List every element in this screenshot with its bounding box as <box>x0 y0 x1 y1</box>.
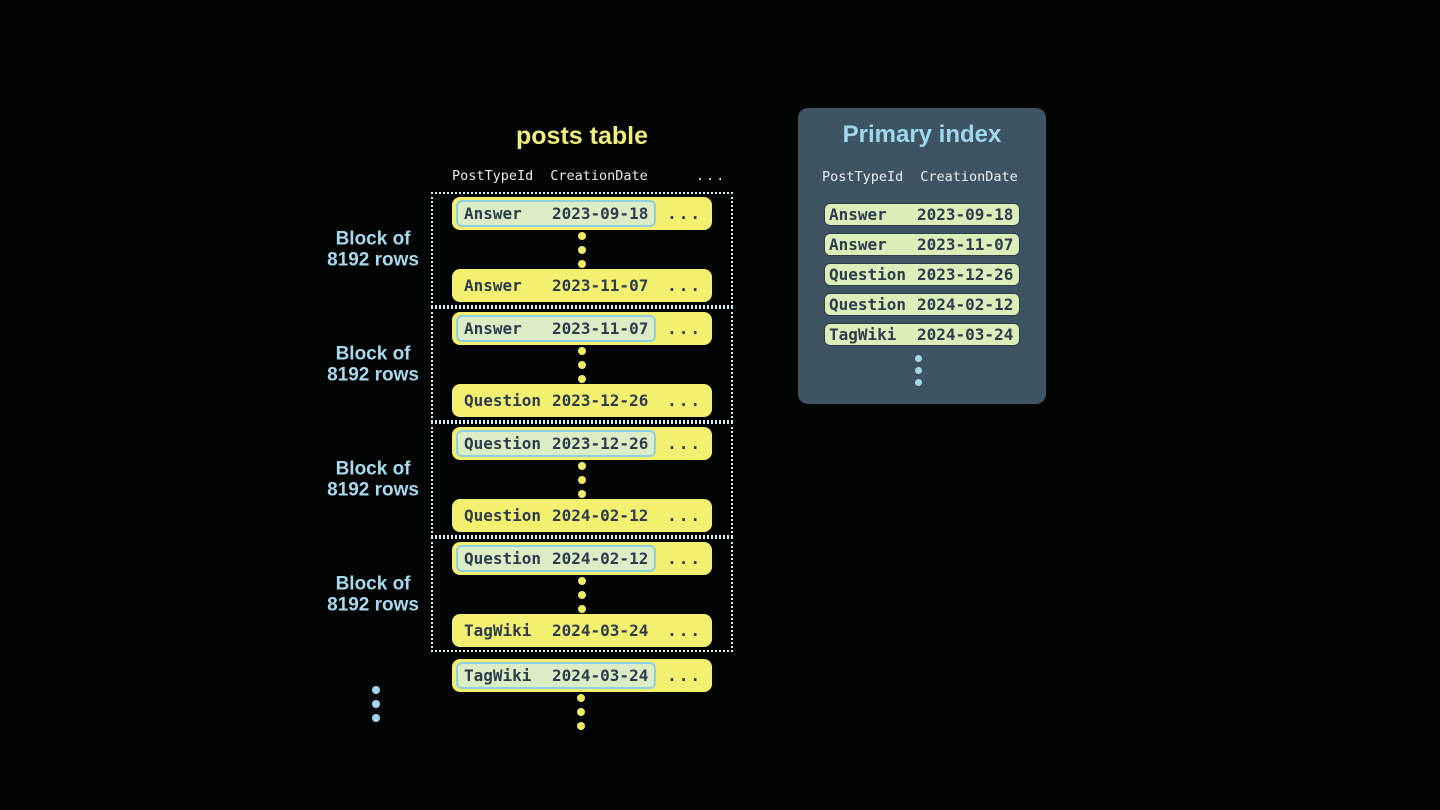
row-ellipsis: ... <box>667 549 702 568</box>
indexed-key-highlight: Answer 2023-09-18 <box>456 200 657 227</box>
block-label-line1: Block of <box>335 573 411 594</box>
indexed-key-highlight: Question 2024-02-12 <box>456 545 657 572</box>
indexed-key-highlight: TagWiki 2024-03-24 <box>456 662 657 689</box>
index-entry: Question 2024-02-12 <box>824 293 1020 316</box>
block-label-line2: 8192 rows <box>327 249 419 271</box>
posts-table-blocks: Block of 8192 rows Answer 2023-09-18 ...… <box>327 192 733 652</box>
post-type-cell: Answer <box>464 204 522 223</box>
column-header-posttypeid: PostTypeId <box>822 169 904 185</box>
post-type-cell: Answer <box>464 319 522 338</box>
table-row: Question 2023-12-26 ... <box>452 384 712 417</box>
table-row: Question 2024-02-12 ... <box>452 499 712 532</box>
creation-date-cell: 2024-03-24 <box>917 325 1014 344</box>
primary-index-rows: Answer 2023-09-18 Answer 2023-11-07 Ques… <box>824 203 1020 346</box>
post-type-cell: TagWiki <box>829 325 897 344</box>
index-entry: TagWiki 2024-03-24 <box>824 323 1020 346</box>
block-size-label: Block of 8192 rows <box>327 343 419 386</box>
vertical-ellipsis-dots <box>578 346 586 383</box>
column-header-creationdate: CreationDate <box>550 168 648 184</box>
vertical-ellipsis-dots <box>578 231 586 268</box>
creation-date-cell: 2023-11-07 <box>552 319 649 338</box>
column-header-creationdate: CreationDate <box>920 169 1018 185</box>
column-header-ellipsis: ... <box>695 168 727 184</box>
creation-date-cell: 2023-11-07 <box>917 235 1014 254</box>
index-entry: Answer 2023-11-07 <box>824 233 1020 256</box>
creation-date-cell: 2024-02-12 <box>552 506 649 525</box>
row-ellipsis: ... <box>667 204 702 223</box>
block-label-line1: Block of <box>335 458 411 479</box>
post-type-cell: Question <box>464 391 542 410</box>
posts-table-column-headers: PostTypeId CreationDate ... <box>452 168 726 184</box>
post-type-cell: TagWiki <box>464 621 532 640</box>
row-ellipsis: ... <box>667 666 702 685</box>
block-size-label: Block of 8192 rows <box>327 228 419 271</box>
indexed-key-highlight: Answer 2023-11-07 <box>456 315 657 342</box>
table-row: TagWiki 2024-03-24 ... <box>452 614 712 647</box>
post-type-cell: Question <box>829 265 907 284</box>
row-ellipsis: ... <box>667 276 702 295</box>
block-size-label: Block of 8192 rows <box>327 458 419 501</box>
index-entry: Answer 2023-09-18 <box>824 203 1020 226</box>
row-ellipsis: ... <box>667 319 702 338</box>
posts-table-title: posts table <box>516 122 648 150</box>
creation-date-cell: 2024-03-24 <box>552 666 649 685</box>
row-ellipsis: ... <box>667 391 702 410</box>
block-label-line1: Block of <box>335 343 411 364</box>
row-key-cells: Question 2024-02-12 <box>456 502 656 529</box>
block-label-line1: Block of <box>335 228 411 249</box>
more-blocks-ellipsis-dots <box>372 686 380 722</box>
row-key-cells: Answer 2023-11-07 <box>456 272 656 299</box>
row-block-1: Block of 8192 rows Answer 2023-09-18 ...… <box>327 192 733 307</box>
row-ellipsis: ... <box>667 621 702 640</box>
row-block-4: Block of 8192 rows Question 2024-02-12 .… <box>327 537 733 652</box>
indexed-key-highlight: Question 2023-12-26 <box>456 430 657 457</box>
creation-date-cell: 2023-09-18 <box>552 204 649 223</box>
row-ellipsis: ... <box>667 506 702 525</box>
post-type-cell: Answer <box>829 235 887 254</box>
vertical-ellipsis-dots <box>578 576 586 613</box>
index-entry: Question 2023-12-26 <box>824 263 1020 286</box>
creation-date-cell: 2024-02-12 <box>917 295 1014 314</box>
table-row-next-block: TagWiki 2024-03-24 ... <box>452 659 712 692</box>
row-key-cells: Question 2023-12-26 <box>456 387 656 414</box>
creation-date-cell: 2023-12-26 <box>917 265 1014 284</box>
block-size-label: Block of 8192 rows <box>327 573 419 616</box>
table-row: Answer 2023-09-18 ... <box>452 197 712 230</box>
vertical-ellipsis-dots <box>578 461 586 498</box>
post-type-cell: Question <box>829 295 907 314</box>
post-type-cell: Answer <box>464 276 522 295</box>
post-type-cell: TagWiki <box>464 666 532 685</box>
creation-date-cell: 2023-12-26 <box>552 434 649 453</box>
row-block-2: Block of 8192 rows Answer 2023-11-07 ...… <box>327 307 733 422</box>
primary-index-panel: Primary index PostTypeId CreationDate An… <box>798 108 1046 404</box>
vertical-ellipsis-dots <box>915 355 922 386</box>
post-type-cell: Question <box>464 434 542 453</box>
block-label-line2: 8192 rows <box>327 364 419 386</box>
post-type-cell: Answer <box>829 205 887 224</box>
table-row: Answer 2023-11-07 ... <box>452 269 712 302</box>
post-type-cell: Question <box>464 549 542 568</box>
column-header-posttypeid: PostTypeId <box>452 168 534 184</box>
row-block-3: Block of 8192 rows Question 2023-12-26 .… <box>327 422 733 537</box>
creation-date-cell: 2024-03-24 <box>552 621 649 640</box>
post-type-cell: Question <box>464 506 542 525</box>
block-label-line2: 8192 rows <box>327 479 419 501</box>
primary-index-title: Primary index <box>842 121 1002 148</box>
creation-date-cell: 2023-12-26 <box>552 391 649 410</box>
table-row: Question 2024-02-12 ... <box>452 542 712 575</box>
table-row: Question 2023-12-26 ... <box>452 427 712 460</box>
creation-date-cell: 2023-11-07 <box>552 276 649 295</box>
primary-index-column-headers: PostTypeId CreationDate <box>822 169 1018 185</box>
row-key-cells: TagWiki 2024-03-24 <box>456 617 656 644</box>
block-label-line2: 8192 rows <box>327 594 419 616</box>
row-ellipsis: ... <box>667 434 702 453</box>
creation-date-cell: 2023-09-18 <box>917 205 1014 224</box>
vertical-ellipsis-dots <box>577 694 585 730</box>
creation-date-cell: 2024-02-12 <box>552 549 649 568</box>
table-row: Answer 2023-11-07 ... <box>452 312 712 345</box>
